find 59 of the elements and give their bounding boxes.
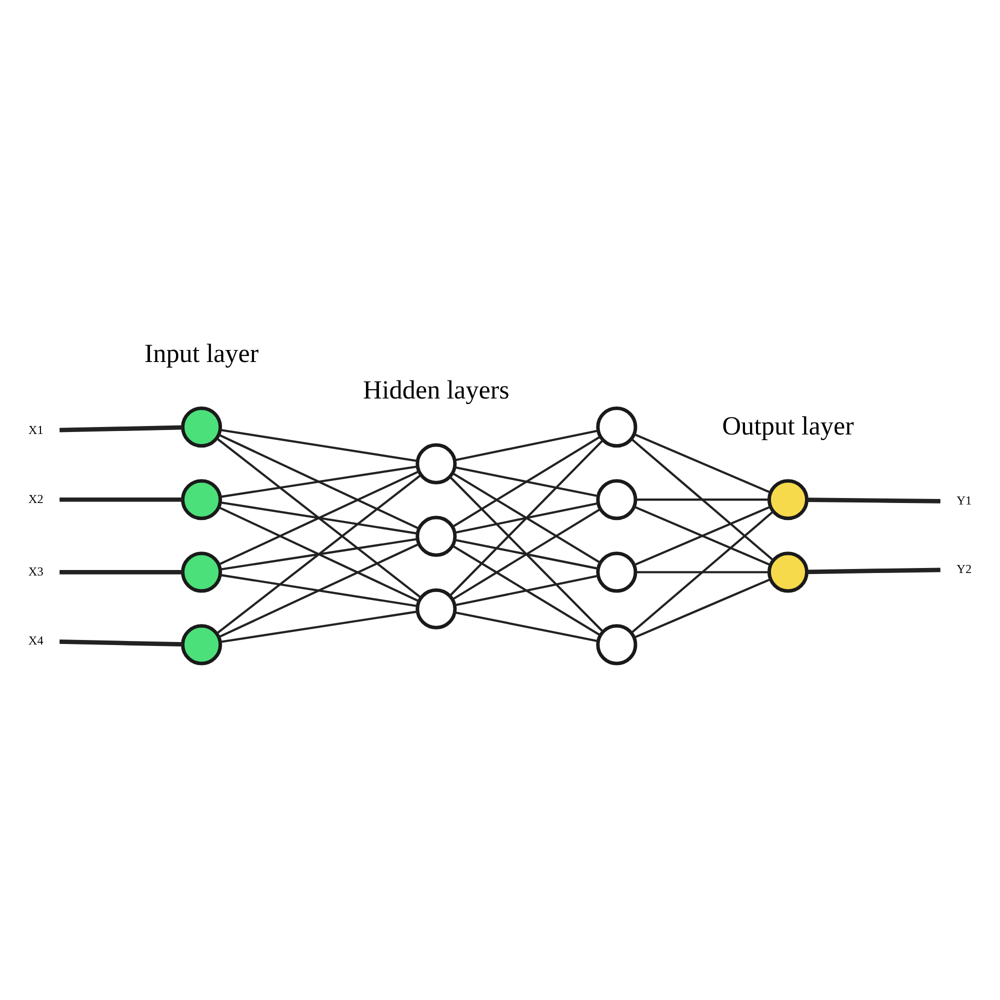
node-circle xyxy=(416,588,457,629)
connector xyxy=(452,508,601,600)
node-circle xyxy=(180,551,222,592)
connector xyxy=(220,573,418,607)
node-text: Y2 xyxy=(956,561,972,576)
node-text: X2 xyxy=(28,491,44,506)
connector xyxy=(806,497,940,503)
node-text: X4 xyxy=(28,632,44,647)
connector xyxy=(630,510,774,634)
connector xyxy=(218,433,420,530)
node-text: X1 xyxy=(28,422,44,436)
connector xyxy=(218,506,420,602)
label: Hidden layers xyxy=(363,375,510,404)
connector xyxy=(220,464,418,498)
connector xyxy=(454,574,598,606)
node-circle xyxy=(416,515,457,556)
connector xyxy=(806,567,940,574)
node-circle xyxy=(767,551,809,592)
node-circle xyxy=(180,478,222,520)
connector xyxy=(452,472,601,564)
connector xyxy=(634,578,771,638)
connector xyxy=(630,438,774,561)
connector xyxy=(636,498,770,500)
connector xyxy=(218,470,420,566)
connector xyxy=(636,570,770,573)
node-circle xyxy=(180,406,222,448)
node-circle xyxy=(596,478,638,520)
connector xyxy=(454,502,598,534)
connector xyxy=(449,438,604,596)
connector xyxy=(220,428,418,462)
connector xyxy=(220,500,418,534)
connector xyxy=(454,466,598,497)
connector xyxy=(454,610,598,642)
connector xyxy=(220,538,418,570)
node-circle xyxy=(767,478,809,520)
connector xyxy=(454,538,598,570)
connector xyxy=(634,505,771,566)
connector xyxy=(634,432,771,494)
node-text: Y1 xyxy=(956,493,972,508)
connector xyxy=(452,435,601,528)
node-circle xyxy=(416,442,457,484)
node-circle xyxy=(596,406,638,448)
node-circle xyxy=(596,624,638,665)
connector xyxy=(60,424,183,432)
label: Input layer xyxy=(144,338,259,368)
connector xyxy=(452,544,601,636)
connector xyxy=(218,542,420,638)
connector xyxy=(454,429,598,461)
connector xyxy=(60,569,183,574)
node-text: X3 xyxy=(28,564,44,578)
node-circle xyxy=(596,551,638,592)
label: Output layer xyxy=(722,411,854,440)
connector xyxy=(216,474,422,634)
connector xyxy=(216,437,422,598)
connector xyxy=(449,476,604,632)
node-circle xyxy=(180,624,222,665)
connector xyxy=(220,610,418,643)
connector xyxy=(60,639,183,646)
connector xyxy=(60,496,183,502)
